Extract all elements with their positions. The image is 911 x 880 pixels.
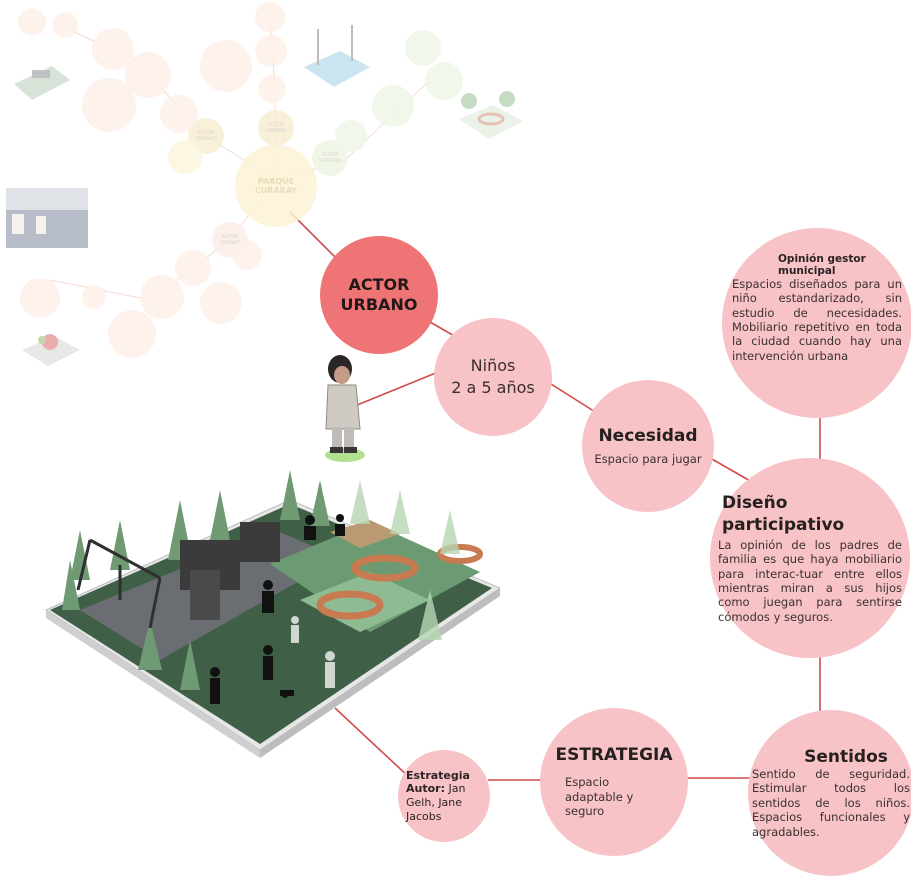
- ghost-actor-label: ACTOR URBANO: [195, 130, 217, 142]
- ghost-node: [18, 8, 46, 36]
- ghost-park-image: [459, 91, 523, 139]
- ghost-playground-image: [14, 66, 70, 100]
- child-figure-image: [325, 355, 365, 462]
- ghost-court-image: [304, 25, 370, 87]
- ghost-node: [255, 35, 287, 67]
- ghost-node: [20, 278, 60, 318]
- ninos-node: Niños 2 a 5 años: [434, 318, 552, 436]
- ghost-node: [258, 75, 286, 103]
- ghost-center-node: PARQUE CURARAY: [235, 145, 317, 227]
- actor-urbano-node: ACTOR URBANO: [320, 236, 438, 354]
- diseno-title: Diseño participativo: [722, 492, 845, 535]
- ghost-center-label: PARQUE CURARAY: [254, 177, 298, 195]
- park-illustration: [44, 470, 500, 758]
- ghost-node: [200, 40, 252, 92]
- necesidad-node: Necesidad Espacio para jugar: [582, 380, 714, 512]
- necesidad-text: Espacio para jugar: [594, 451, 702, 466]
- sentidos-title: Sentidos: [804, 747, 888, 768]
- estrategia-text: Espacio adaptable y seguro: [565, 775, 634, 819]
- ghost-node: [335, 120, 367, 152]
- autor-names: Jan Gelh, Jane Jacobs: [406, 782, 466, 823]
- necesidad-title: Necesidad: [598, 425, 698, 446]
- actor-urbano-label: ACTOR URBANO: [340, 275, 418, 314]
- autor-label: Estrategia: [406, 768, 470, 782]
- ghost-node: [175, 250, 211, 286]
- ghost-node: [82, 285, 106, 309]
- sentidos-node: Sentidos Sentido de seguridad. Estimular…: [748, 710, 911, 876]
- ghost-node: [108, 310, 156, 358]
- estrategia-node: ESTRATEGIA Espacio adaptable y seguro: [540, 708, 688, 856]
- ghost-node: [140, 275, 184, 319]
- ghost-node: [372, 85, 414, 127]
- ghost-node: [425, 62, 463, 100]
- ghost-table-image: [22, 334, 80, 366]
- ghost-node: [255, 2, 285, 32]
- diseno-participativo-node: Diseño participativo La opinión de los p…: [710, 458, 910, 658]
- ghost-actor-node: ACTOR URBANO: [258, 110, 294, 146]
- ghost-node: [125, 52, 171, 98]
- ghost-node: [160, 95, 198, 133]
- ghost-actor-label: ACTOR URBANO: [265, 122, 287, 134]
- ghost-node: [52, 12, 78, 38]
- autor-content: Estrategia Autor: Jan Gelh, Jane Jacobs: [406, 769, 482, 824]
- ghost-node: [168, 140, 202, 174]
- ghost-photo-image: [6, 188, 88, 248]
- ninos-label: Niños 2 a 5 años: [451, 356, 535, 397]
- autor-prefix: Autor:: [406, 782, 445, 796]
- diseno-text: La opinión de los padres de familia es q…: [718, 537, 902, 624]
- opinion-text: Espacios diseñados para un niño estandar…: [732, 276, 902, 363]
- autor-node: Estrategia Autor: Jan Gelh, Jane Jacobs: [398, 750, 490, 842]
- ghost-node: [82, 78, 136, 132]
- opinion-title: Opinión gestor municipal: [778, 252, 866, 277]
- ghost-actor-label: ACTOR URBANO: [219, 234, 241, 246]
- ghost-node: [200, 282, 242, 324]
- ghost-node: [232, 240, 262, 270]
- sentidos-text: Sentido de seguridad. Estimular todos lo…: [752, 767, 910, 839]
- ghost-actor-label: ACTOR URBANO: [319, 152, 341, 164]
- opinion-gestor-node: Opinión gestor municipal Espacios diseña…: [722, 228, 911, 418]
- estrategia-title: ESTRATEGIA: [555, 745, 673, 766]
- ghost-node: [405, 30, 441, 66]
